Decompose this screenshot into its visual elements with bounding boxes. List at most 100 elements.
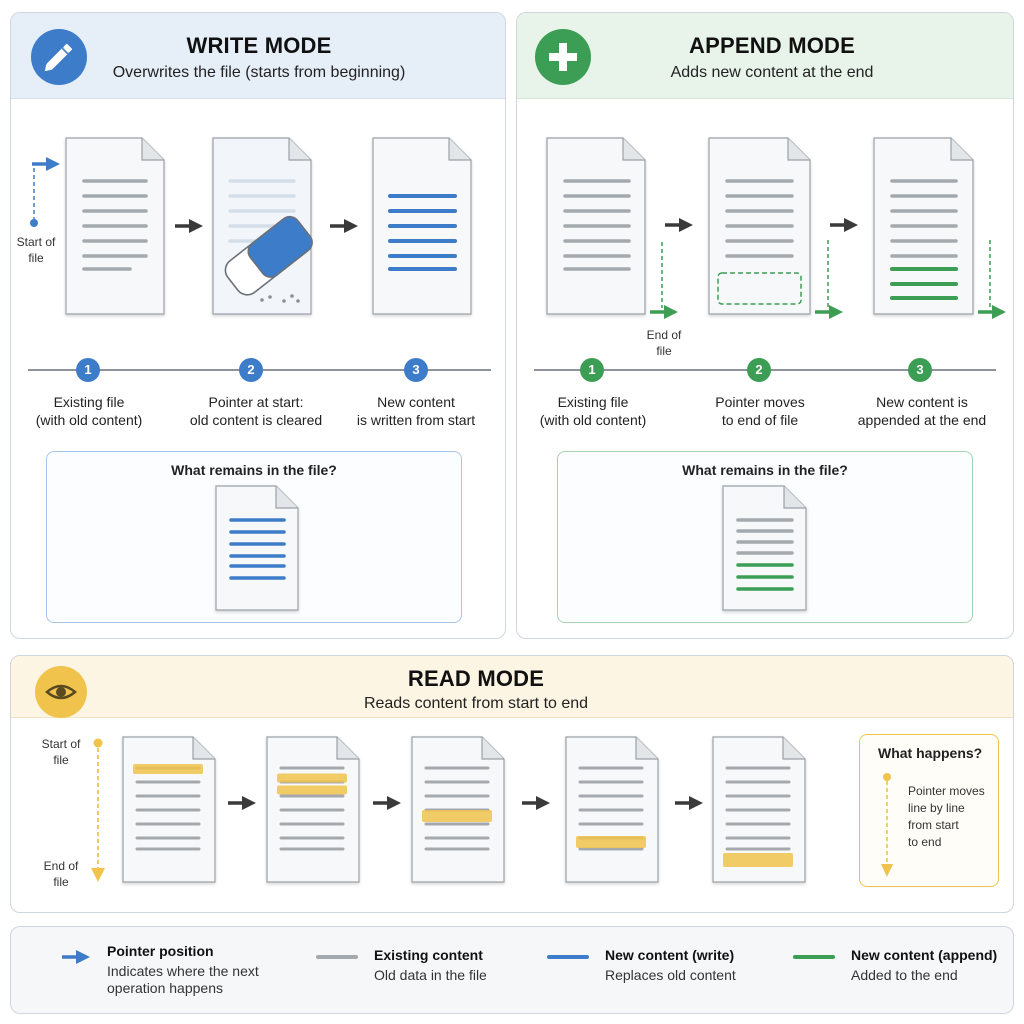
append-result-file-fold: [783, 486, 806, 509]
happens-start-dot: [883, 773, 891, 781]
eraser-sleeve: [247, 215, 313, 278]
legend-pointer-position: Pointer position Indicates where the nex…: [107, 943, 259, 996]
append-pointer-file-fold: [787, 138, 810, 161]
legend: Pointer position Indicates where the nex…: [10, 926, 1014, 1014]
append-arrow-2: [830, 218, 858, 232]
legend-pointer-arrow-icon: [62, 950, 90, 964]
read-file-2: [266, 736, 360, 883]
pencil-icon: [31, 29, 87, 85]
read-start-dot: [93, 738, 103, 748]
append-arrow-2-head: [844, 218, 858, 232]
write-pointer-dot: [30, 219, 38, 227]
write-arrow-1: [175, 219, 203, 233]
happens-arrow-head: [881, 864, 893, 877]
read-highlight-1-1: [133, 764, 203, 774]
read-file-4-fold: [635, 737, 658, 760]
read-mode-header: [11, 656, 1013, 718]
what-happens-title: What happens?: [878, 745, 983, 761]
eraser-icon: [224, 215, 313, 296]
legend-pointer-arrow-icon-head: [76, 950, 90, 964]
write-pointer-arrow: [32, 157, 60, 171]
append-pointer-arrow-1-head: [664, 305, 678, 319]
write-clearing-file-fold: [288, 138, 311, 161]
read-arrow-2-head: [387, 796, 401, 810]
read-highlight-4-1: [576, 836, 646, 848]
read-highlight-5-1: [723, 853, 793, 867]
eye-icon: [35, 666, 87, 718]
append-mode-header: [517, 13, 1013, 99]
write-mode-header: [11, 13, 505, 99]
read-end-arrow-head: [91, 868, 105, 882]
append-remains-title: What remains in the file?: [682, 462, 848, 478]
write-step-1-number: 1: [76, 358, 100, 382]
read-arrow-3-head: [536, 796, 550, 810]
append-arrow-1-head: [679, 218, 693, 232]
append-mode-subtitle: Adds new content at the end: [670, 64, 874, 81]
append-step-3-number: 3: [908, 358, 932, 382]
read-highlight-3-1: [422, 810, 492, 822]
write-mode-title: WRITE MODE: [186, 33, 332, 58]
legend-new-content-append: New content (append) Added to the end: [851, 947, 998, 983]
write-arrow-2-head: [344, 219, 358, 233]
read-file-5-fold: [782, 737, 805, 760]
append-existing-file-fold: [622, 138, 645, 161]
write-step-3-number: 3: [404, 358, 428, 382]
write-step-1-caption: Existing file(with old content): [35, 394, 143, 428]
what-happens-text: Pointer moves line by line from start to…: [908, 784, 985, 849]
append-result-file: [722, 485, 807, 611]
legend-new-content-write: New content (write) Replaces old content: [605, 947, 736, 983]
read-arrow-2: [373, 796, 401, 810]
end-of-file-label: End of file: [646, 328, 682, 358]
write-arrow-2: [330, 219, 358, 233]
read-arrow-1: [228, 796, 256, 810]
append-new-file-fold: [950, 138, 973, 161]
write-new-file-fold: [448, 138, 471, 161]
read-file-2-fold: [336, 737, 359, 760]
write-result-file: [215, 485, 299, 611]
eraser-crumb-5: [296, 299, 300, 303]
append-pointer-arrow-2: [815, 305, 843, 319]
read-start-of-file-label: Start of file: [41, 737, 81, 767]
eraser-crumb-4: [290, 294, 294, 298]
append-pointer-arrow-1: [650, 305, 678, 319]
read-mode-subtitle: Reads content from start to end: [363, 695, 589, 712]
read-mode-title: READ MODE: [407, 666, 545, 691]
append-step-1-number: 1: [580, 358, 604, 382]
read-end-of-file-label: End of file: [43, 859, 79, 889]
write-existing-file: [65, 137, 165, 315]
append-step-1-caption: Existing file(with old content): [539, 394, 647, 428]
read-arrow-1-head: [242, 796, 256, 810]
append-pointer-arrow-3-head: [992, 305, 1006, 319]
legend-existing-content: Existing content Old data in the file: [374, 947, 487, 983]
append-arrow-1: [665, 218, 693, 232]
append-step-2-number: 2: [747, 358, 771, 382]
read-arrow-3: [522, 796, 550, 810]
write-remains-title: What remains in the file?: [171, 462, 337, 478]
append-empty-slot: [717, 272, 802, 305]
write-step-2-caption: Pointer at start:old content is cleared: [189, 394, 323, 428]
eraser-crumb-3: [282, 299, 286, 303]
write-new-file: [372, 137, 472, 315]
read-file-4: [565, 736, 659, 883]
append-pointer-file: [708, 137, 811, 315]
write-step-2-number: 2: [239, 358, 263, 382]
read-file-5: [712, 736, 806, 883]
write-existing-file-fold: [141, 138, 164, 161]
read-file-3: [411, 736, 505, 883]
write-pointer-arrow-head: [46, 157, 60, 171]
plus-icon: [535, 29, 591, 85]
append-pointer-arrow-2-head: [829, 305, 843, 319]
write-mode-subtitle: Overwrites the file (starts from beginni…: [112, 64, 406, 81]
append-existing-file: [546, 137, 646, 315]
read-file-1: [122, 736, 216, 883]
append-new-file: [873, 137, 974, 315]
eraser-crumb-1: [260, 298, 264, 302]
write-arrow-1-head: [189, 219, 203, 233]
read-highlight-2-2: [277, 785, 347, 795]
eraser-crumb-2: [268, 295, 272, 299]
read-file-1-fold: [192, 737, 215, 760]
